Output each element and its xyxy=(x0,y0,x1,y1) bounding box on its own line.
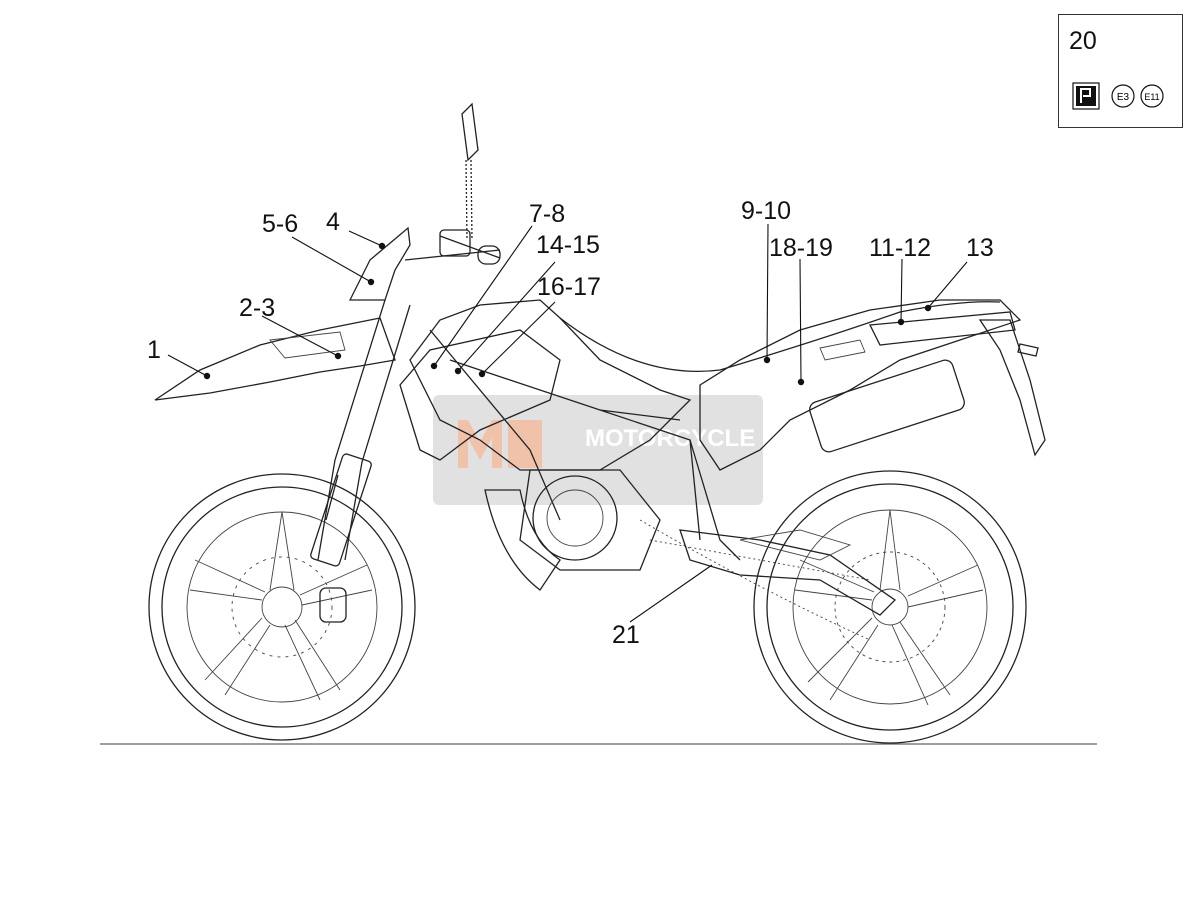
callout-13: 13 xyxy=(966,234,994,262)
frame xyxy=(429,329,741,561)
front-wheel xyxy=(148,473,416,741)
brand-logo-icon xyxy=(1072,82,1100,110)
tail-bracket xyxy=(978,319,1046,457)
exhaust xyxy=(484,359,965,591)
callout-9-10: 9-10 xyxy=(741,197,791,225)
callout-7-8: 7-8 xyxy=(529,200,565,228)
watermark-text: MOTORCYCLE xyxy=(585,425,755,452)
callout-labels: 1 2-3 5-6 4 7-8 14-15 16-17 9-10 18-19 1… xyxy=(147,197,994,649)
engine xyxy=(519,469,661,571)
callout-5-6: 5-6 xyxy=(262,210,298,238)
callout-21: 21 xyxy=(612,621,640,649)
swingarm xyxy=(679,529,897,616)
e3-label: E3 xyxy=(1117,92,1130,103)
e3-approval-mark-icon: E3 xyxy=(1111,84,1135,108)
callout-11-12: 11-12 xyxy=(869,234,931,262)
mirror xyxy=(461,102,479,241)
callout-2-3: 2-3 xyxy=(239,294,275,322)
e11-label: E11 xyxy=(1144,92,1159,102)
legend-number: 20 xyxy=(1069,27,1097,55)
watermark: MOTORCYCLE xyxy=(433,395,763,505)
callout-16-17: 16-17 xyxy=(537,273,601,301)
front-fork xyxy=(310,299,411,567)
front-fender xyxy=(154,317,396,401)
handlebar xyxy=(404,229,501,265)
callout-14-15: 14-15 xyxy=(536,231,600,259)
e11-approval-mark-icon: E11 xyxy=(1140,84,1164,108)
legend-icons: E3 E11 xyxy=(1072,82,1164,110)
front-brake-disc xyxy=(231,556,333,658)
seat xyxy=(559,301,1001,373)
leader-lines xyxy=(167,223,968,623)
callout-18-19: 18-19 xyxy=(769,234,833,262)
bodywork xyxy=(399,299,1022,471)
callout-1: 1 xyxy=(147,336,161,364)
callout-4: 4 xyxy=(326,208,340,236)
rear-wheel xyxy=(753,470,1027,744)
drive-chain xyxy=(639,519,871,641)
legend-box: 20 E3 E11 xyxy=(1058,14,1183,128)
headlight-fairing xyxy=(348,226,411,301)
